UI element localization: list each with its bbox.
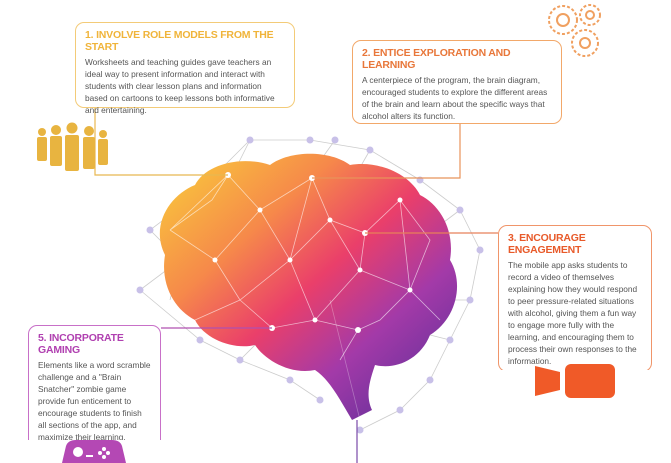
section-exploration: 2. ENTICE EXPLORATION AND LEARNING A cen…	[352, 40, 562, 124]
gamepad-icon	[28, 440, 161, 463]
section-title: 5. INCORPORATE GAMING	[38, 332, 124, 356]
section-role-models: 1. INVOLVE ROLE MODELS FROM THE START Wo…	[75, 22, 295, 115]
section-title: 2. ENTICE EXPLORATION AND LEARNING	[362, 47, 511, 71]
section-body: The mobile app asks students to record a…	[508, 260, 638, 366]
gears-icon	[548, 4, 601, 57]
section-title: 1. INVOLVE ROLE MODELS FROM THE START	[85, 29, 274, 53]
section-body: Worksheets and teaching guides gave teac…	[85, 57, 275, 115]
network-nodes	[136, 136, 484, 434]
section-body: A centerpiece of the program, the brain …	[362, 75, 548, 121]
section-body: Elements like a word scramble challenge …	[38, 360, 151, 442]
section-engagement: 3. ENCOURAGE ENGAGEMENT The mobile app a…	[498, 225, 652, 372]
section-title: 3. ENCOURAGE ENGAGEMENT	[508, 232, 586, 256]
video-camera-icon	[498, 364, 652, 398]
section-gaming: 5. INCORPORATE GAMING Elements like a wo…	[28, 325, 161, 457]
connector-lines	[94, 108, 498, 463]
brain-shape	[159, 153, 458, 420]
brain-nodes	[212, 172, 413, 333]
people-icon	[37, 122, 108, 171]
